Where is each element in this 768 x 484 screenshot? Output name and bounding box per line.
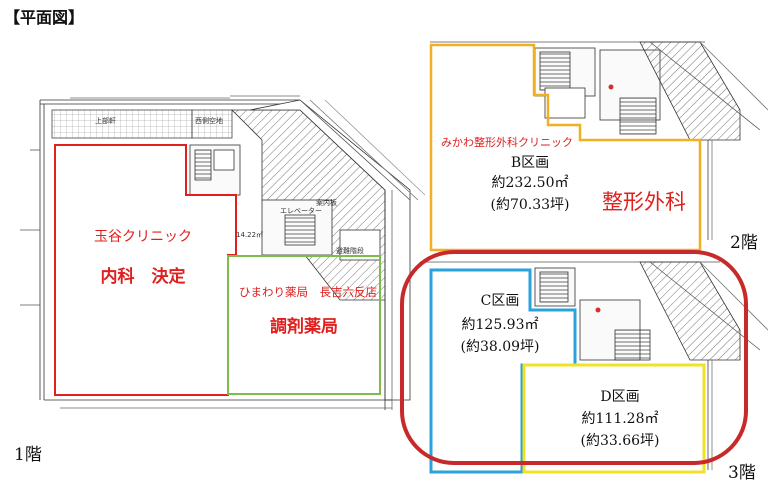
room-note: 避難階段 [336, 247, 364, 255]
first-floor-plan [20, 95, 426, 410]
unit-b-area: 約232.50㎡ [491, 175, 569, 191]
unit-b-tsubo: (約70.33坪) [490, 197, 570, 213]
unit-c-tsubo: (約38.09坪) [460, 339, 540, 355]
room-note: 14.22㎡ [236, 231, 264, 239]
unit-c-name: C区画 [480, 293, 520, 309]
room-note: エレベーター [280, 207, 322, 215]
second-floor-plan [430, 41, 768, 240]
pharmacy-outline [227, 255, 381, 395]
unit-d-name: D区画 [600, 389, 640, 405]
unit-d-tsubo: (約33.66坪) [580, 433, 660, 449]
floor-label-3f: 3階 [728, 463, 756, 483]
unit-b-name: B区画 [510, 155, 550, 171]
pharmacy-name: ひまわり薬局 長吉六反店 [239, 285, 377, 299]
unit-d-area: 約111.28㎡ [581, 411, 659, 427]
third-floor-plan [420, 261, 768, 470]
third-floor-highlight [400, 250, 748, 465]
room-note: 西側空地 [195, 117, 223, 125]
page-title: 【平面図】 [4, 8, 85, 27]
unit-b-tenant: みかわ整形外科クリニック [441, 136, 573, 149]
room-note: 上部軒 [95, 117, 116, 125]
clinic-name: 玉谷クリニック [94, 229, 192, 245]
room-note: 案内板 [316, 199, 337, 207]
floor-label-2f: 2階 [730, 233, 758, 253]
unit-c-area: 約125.93㎡ [461, 317, 539, 333]
unit-b-specialty: 整形外科 [602, 190, 686, 214]
unit-d-outline [522, 363, 706, 474]
clinic-status: 内科 決定 [100, 267, 186, 287]
pharmacy-type: 調剤薬局 [270, 317, 338, 337]
floor-label-1f: 1階 [14, 445, 42, 465]
